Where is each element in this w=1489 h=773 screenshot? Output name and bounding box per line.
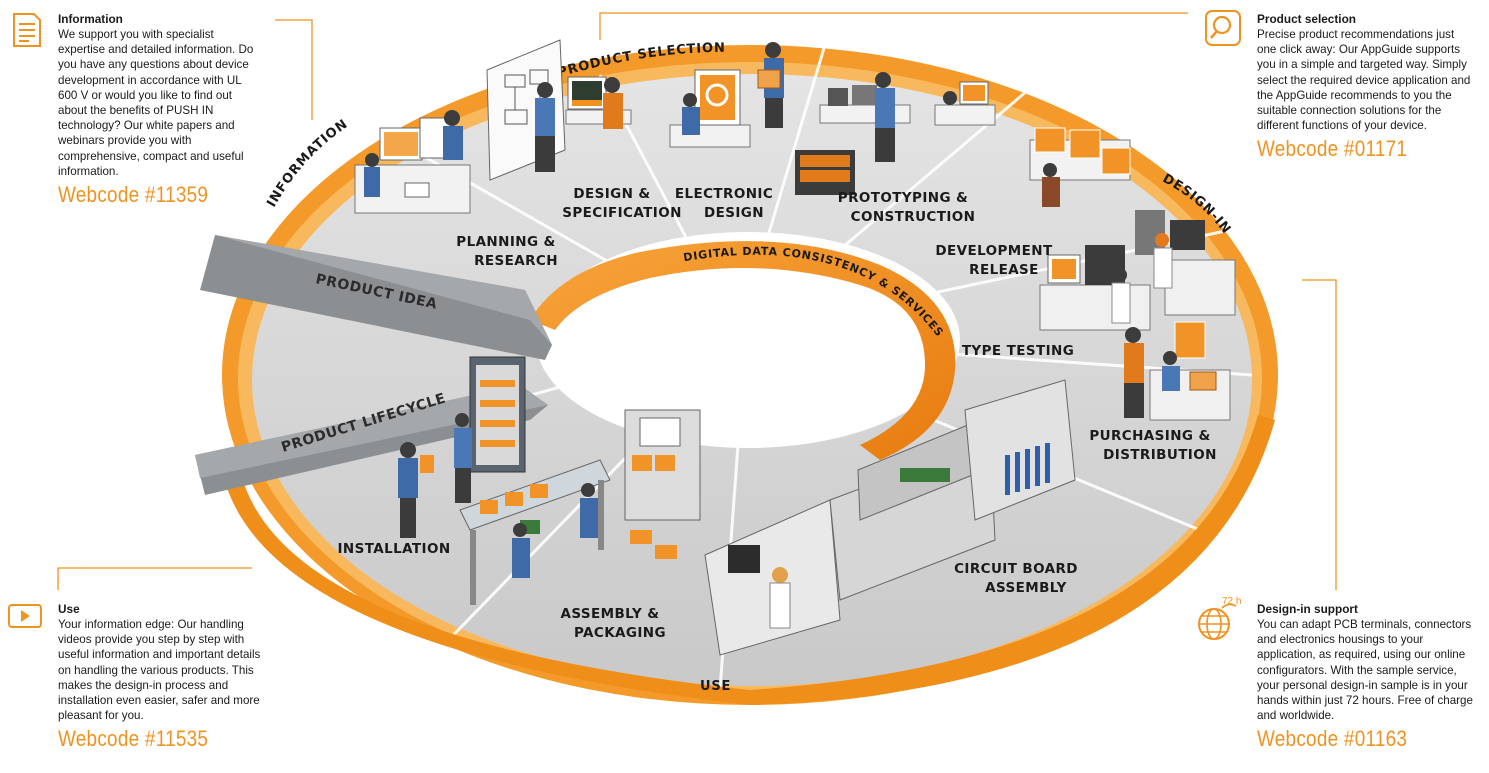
- design-in-support-title: Design-in support: [1257, 602, 1358, 616]
- stage-label-purchasing-distribution: PURCHASING &DISTRIBUTION: [1089, 428, 1216, 463]
- prototyping-illustration: [795, 72, 996, 195]
- product-selection-webcode[interactable]: Webcode #01171: [1257, 136, 1408, 162]
- stage-label-planning-research: PLANNING &RESEARCH: [456, 234, 558, 269]
- product-selection-text: Precise product recommendations just one…: [1257, 28, 1471, 133]
- inner-orange-ring: [530, 241, 956, 460]
- stage-label-assembly-packaging: ASSEMBLY &PACKAGING: [561, 606, 667, 641]
- connector-lines: [57, 12, 1337, 590]
- type-testing-illustration: [1039, 210, 1236, 331]
- use-panel: Use Your information edge: Our handling …: [58, 602, 263, 752]
- stage-label-installation: INSTALLATION: [337, 541, 450, 557]
- development-release-illustration: [1029, 127, 1131, 207]
- globe-72h-icon: 72 h: [1196, 596, 1246, 647]
- magnifier-icon: [1205, 10, 1241, 51]
- information-webcode[interactable]: Webcode #11359: [58, 182, 209, 208]
- use-title: Use: [58, 602, 80, 616]
- ring-label-use: USE: [700, 679, 731, 694]
- product-selection-panel: Product selection Precise product recomm…: [1257, 12, 1472, 162]
- stage-label-design-specification: DESIGN &SPECIFICATION: [562, 186, 682, 221]
- purchasing-illustration: [1124, 321, 1231, 421]
- product-selection-title: Product selection: [1257, 12, 1356, 26]
- design-in-support-webcode[interactable]: Webcode #01163: [1257, 726, 1408, 752]
- electronic-design-illustration: [669, 42, 784, 148]
- globe-badge-text: 72 h: [1222, 596, 1242, 607]
- document-icon: [12, 12, 42, 53]
- design-illustration: [486, 39, 632, 181]
- stage-label-type-testing: TYPE TESTING: [962, 343, 1074, 359]
- information-text: We support you with specialist expertise…: [58, 28, 254, 178]
- use-webcode[interactable]: Webcode #11535: [58, 726, 209, 752]
- scene-illustrations: [354, 39, 1236, 656]
- information-title: Information: [58, 12, 123, 26]
- stage-label-prototyping-construction: PROTOTYPING &CONSTRUCTION: [838, 190, 976, 225]
- design-in-support-text: You can adapt PCB terminals, connectors …: [1257, 618, 1473, 723]
- assembly-packaging-illustration: [459, 409, 701, 605]
- planning-desk-illustration: [354, 110, 471, 214]
- product-idea-arrow: [200, 235, 552, 360]
- information-panel: Information We support you with speciali…: [58, 12, 263, 208]
- design-in-support-panel: Design-in support You can adapt PCB term…: [1257, 602, 1477, 752]
- use-text: Your information edge: Our handling vide…: [58, 618, 261, 723]
- center-hole: [536, 232, 960, 448]
- circuit-board-assembly-illustration: [704, 379, 1076, 656]
- installation-illustration: [398, 356, 526, 538]
- play-icon: [8, 604, 42, 635]
